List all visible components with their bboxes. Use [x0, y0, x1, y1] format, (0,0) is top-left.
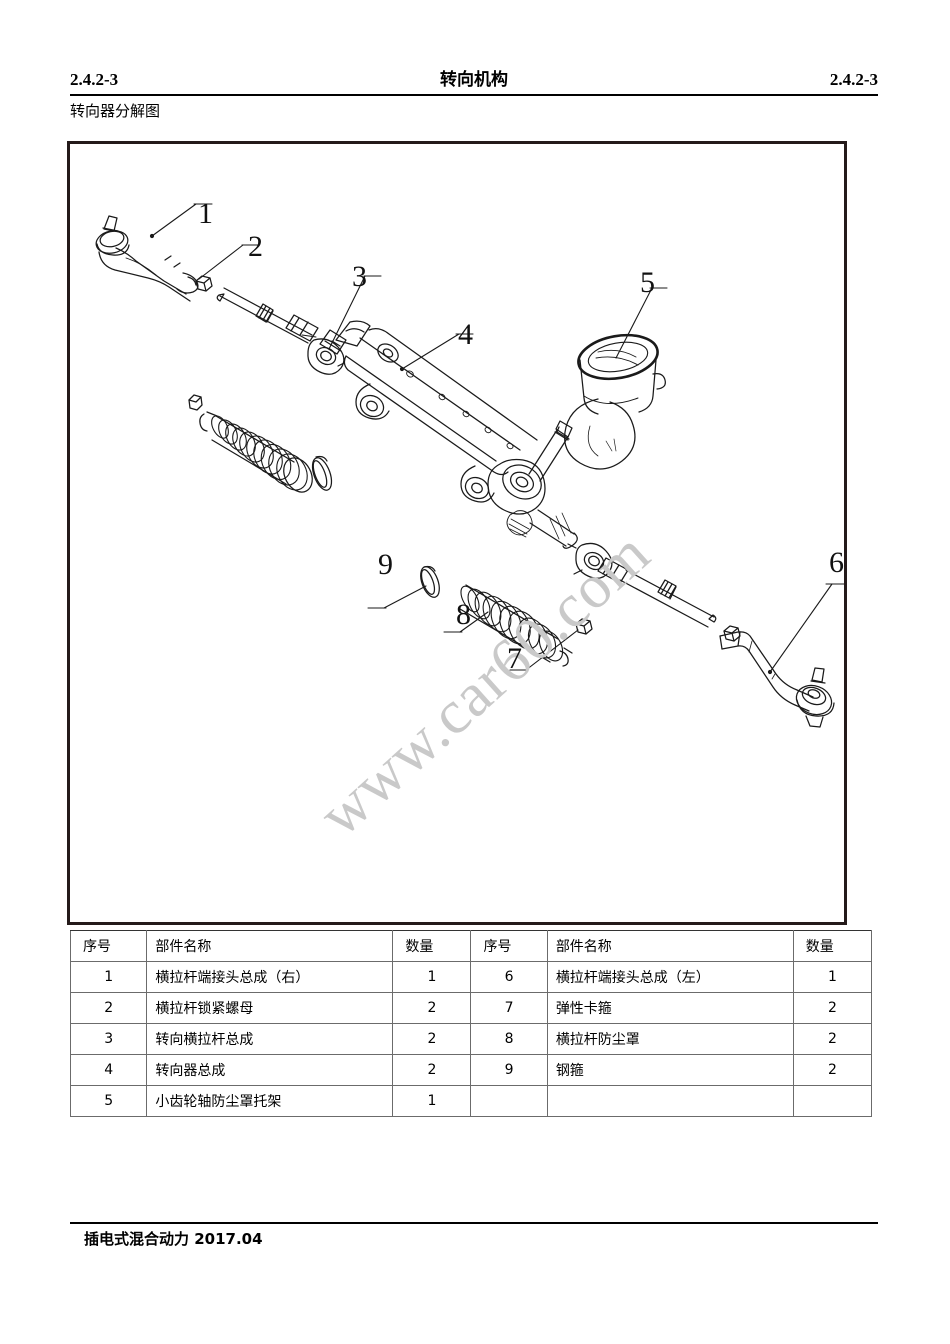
- table-row: 5 小齿轮轴防尘罩托架 1: [69, 1085, 873, 1117]
- cell-name-right: 横拉杆防尘罩: [546, 1023, 794, 1055]
- callout-9: 9: [378, 548, 393, 581]
- cell-qty-right: 2: [792, 1054, 873, 1086]
- cell-name-right: 横拉杆端接头总成（左）: [546, 961, 794, 993]
- cell-no-right: 6: [470, 961, 548, 993]
- footer-rule: [70, 1222, 878, 1224]
- part-steel-ring-left: [311, 455, 333, 491]
- footer-text: 插电式混合动力 2017.04: [84, 1230, 263, 1248]
- callout-7: 7: [507, 642, 522, 675]
- table-row: 2 横拉杆锁紧螺母 2 7 弹性卡箍 2: [69, 992, 873, 1024]
- header-left-code: 2.4.2-3: [70, 70, 119, 89]
- cell-no-left: 2: [69, 992, 148, 1024]
- cell-qty-left: 2: [392, 992, 472, 1024]
- cell-no-left: 5: [69, 1085, 148, 1117]
- cell-qty-left: 1: [392, 961, 472, 993]
- col-header-no-right: 序号: [470, 930, 548, 962]
- cell-no-left: 4: [69, 1054, 148, 1086]
- header-right-code: 2.4.2-3: [829, 70, 878, 89]
- part-tie-rod-end-right: [95, 215, 199, 302]
- cell-name-left: 小齿轮轴防尘罩托架: [146, 1085, 394, 1117]
- callout-4: 4: [458, 318, 473, 351]
- col-header-name-left: 部件名称: [146, 930, 394, 962]
- callout-6: 6: [829, 546, 844, 579]
- cell-qty-right: [792, 1085, 873, 1117]
- cell-qty-right: 2: [792, 992, 873, 1024]
- leader-dots: [149, 233, 773, 675]
- part-dust-boot-left: [199, 411, 313, 493]
- cell-name-left: 转向器总成: [146, 1054, 394, 1086]
- table-header-row: 序号 部件名称 数量 序号 部件名称 数量: [69, 930, 873, 962]
- steering-gear-exploded-view: [95, 203, 844, 728]
- part-pinion-dust-cover-bracket: [564, 333, 666, 470]
- cell-qty-left: 1: [392, 1085, 472, 1117]
- part-tie-rod-assembly-lower: [567, 542, 717, 628]
- cell-no-right: 7: [470, 992, 548, 1024]
- cell-no-right: [470, 1085, 548, 1117]
- table-row: 4 转向器总成 2 9 钢箍 2: [69, 1054, 873, 1086]
- cell-no-right: 8: [470, 1023, 548, 1055]
- callout-3: 3: [352, 260, 367, 293]
- callout-8: 8: [456, 598, 471, 631]
- callout-leader-lines: [151, 203, 844, 673]
- part-steel-ring-right: [420, 565, 440, 598]
- header-title: 转向机构: [440, 70, 508, 90]
- table-row: 3 转向横拉杆总成 2 8 横拉杆防尘罩 2: [69, 1023, 873, 1055]
- part-tie-rod-assembly-upper: [216, 287, 345, 375]
- cell-name-right: 弹性卡箍: [546, 992, 794, 1024]
- table-row: 1 横拉杆端接头总成（右） 1 6 横拉杆端接头总成（左） 1: [69, 961, 873, 993]
- cell-name-left: 横拉杆锁紧螺母: [146, 992, 394, 1024]
- parts-table-body: 序号 部件名称 数量 序号 部件名称 数量 1 横拉杆端接头总成（右） 1 6 …: [69, 930, 873, 1117]
- part-dust-boot-right: [459, 584, 573, 667]
- callout-5: 5: [640, 266, 655, 299]
- col-header-no-left: 序号: [69, 930, 148, 962]
- exploded-diagram-frame: www.car60.com 1 2 3 4 5 6 7 8 9: [67, 141, 847, 925]
- cell-no-left: 3: [69, 1023, 148, 1055]
- col-header-name-right: 部件名称: [546, 930, 794, 962]
- parts-list-table: 序号 部件名称 数量 序号 部件名称 数量 1 横拉杆端接头总成（右） 1 6 …: [69, 930, 873, 1117]
- cell-qty-left: 2: [392, 1023, 472, 1055]
- cell-qty-left: 2: [392, 1054, 472, 1086]
- cell-name-left: 转向横拉杆总成: [146, 1023, 394, 1055]
- col-header-qty-left: 数量: [392, 930, 472, 962]
- cell-no-right: 9: [470, 1054, 548, 1086]
- cell-name-left: 横拉杆端接头总成（右）: [146, 961, 394, 993]
- part-lock-nut-left: [195, 275, 213, 292]
- header-rule: [70, 94, 878, 96]
- cell-name-right: 钢箍: [546, 1054, 794, 1086]
- col-header-qty-right: 数量: [792, 930, 873, 962]
- part-steering-gear-assembly: [301, 320, 578, 549]
- part-elastic-clamp: [575, 618, 593, 635]
- cell-qty-right: 2: [792, 1023, 873, 1055]
- part-small-clamp-upper-left: [188, 394, 203, 411]
- cell-no-left: 1: [69, 961, 148, 993]
- part-tie-rod-end-left: [719, 631, 835, 728]
- page-subtitle: 转向器分解图: [70, 102, 161, 120]
- callout-2: 2: [248, 230, 263, 263]
- cell-qty-right: 1: [792, 961, 873, 993]
- page-header: 2.4.2-3 转向机构 2.4.2-3: [70, 68, 878, 98]
- cell-name-right: [546, 1085, 794, 1117]
- callout-1: 1: [198, 197, 213, 230]
